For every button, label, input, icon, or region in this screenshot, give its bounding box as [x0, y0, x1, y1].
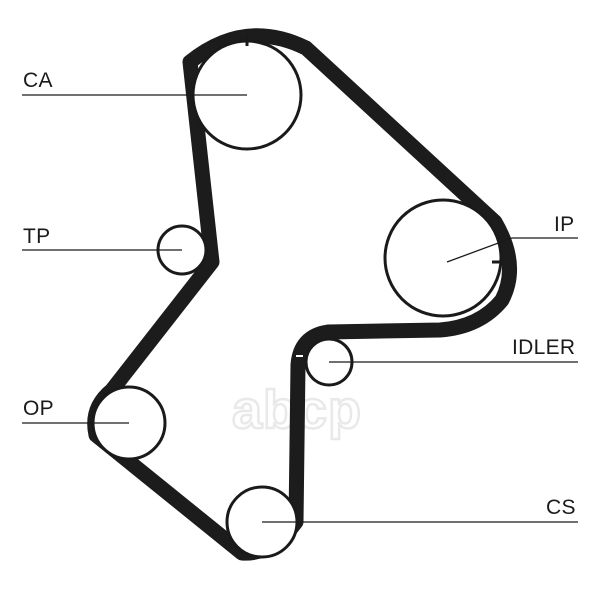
injection-pump-pulley — [383, 198, 503, 318]
label-cs: CS — [546, 496, 576, 519]
crankshaft-timing-mark — [240, 541, 249, 552]
label-tp: TP — [23, 225, 50, 248]
label-ip: IP — [554, 213, 574, 236]
ip-leader-line-diagonal — [446, 237, 513, 263]
label-idler: IDLER — [512, 336, 575, 359]
timing-belt — [87, 28, 518, 561]
label-op: OP — [23, 397, 54, 420]
label-ca: CA — [23, 69, 53, 92]
